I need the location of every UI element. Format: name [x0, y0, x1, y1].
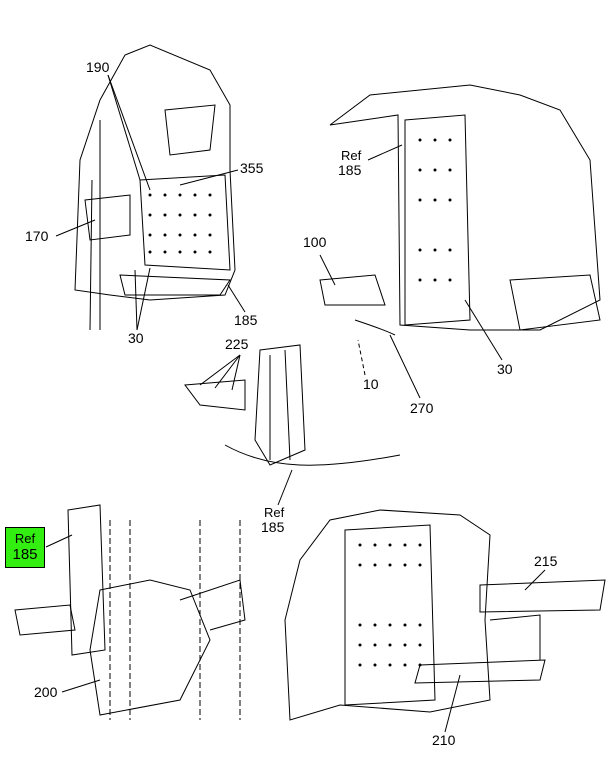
upper-right-leaders — [319, 144, 503, 399]
callout-ref-185: 185 — [12, 546, 38, 563]
callout-185: 185 — [234, 312, 258, 328]
center-assembly — [184, 344, 401, 466]
callout-ref-label: Ref — [341, 148, 362, 163]
upper-right-perforations — [418, 138, 452, 282]
callout-170: 170 — [25, 228, 49, 244]
lower-right-perforations — [358, 543, 422, 667]
center-leaders — [199, 354, 293, 506]
callout-ref-label: Ref — [14, 531, 36, 546]
lower-right-assembly — [284, 509, 606, 721]
upper-left-perforations — [148, 193, 212, 254]
callout-270: 270 — [410, 400, 434, 416]
callout-10: 10 — [363, 376, 379, 392]
callout-ref-185: 185 — [261, 519, 285, 535]
upper-left-assembly — [74, 44, 236, 331]
callout-30: 30 — [128, 330, 144, 346]
callout-100: 100 — [303, 234, 327, 250]
callout-190: 190 — [86, 59, 110, 75]
callout-ref-185: 185 — [338, 162, 362, 178]
highlighted-callout-ref-185[interactable]: Ref 185 — [5, 527, 45, 568]
callout-215: 215 — [534, 553, 558, 569]
callout-200: 200 — [34, 684, 58, 700]
callout-ref-label: Ref — [264, 505, 285, 520]
callout-30: 30 — [497, 361, 513, 377]
callout-210: 210 — [432, 732, 456, 748]
lower-right-leaders — [444, 569, 546, 733]
upper-right-assembly — [319, 84, 601, 336]
callout-225: 225 — [225, 336, 249, 352]
lower-left-leaders — [45, 534, 101, 693]
callout-355: 355 — [240, 160, 264, 176]
lower-left-assembly — [14, 504, 246, 720]
upper-left-leaders — [55, 74, 246, 331]
